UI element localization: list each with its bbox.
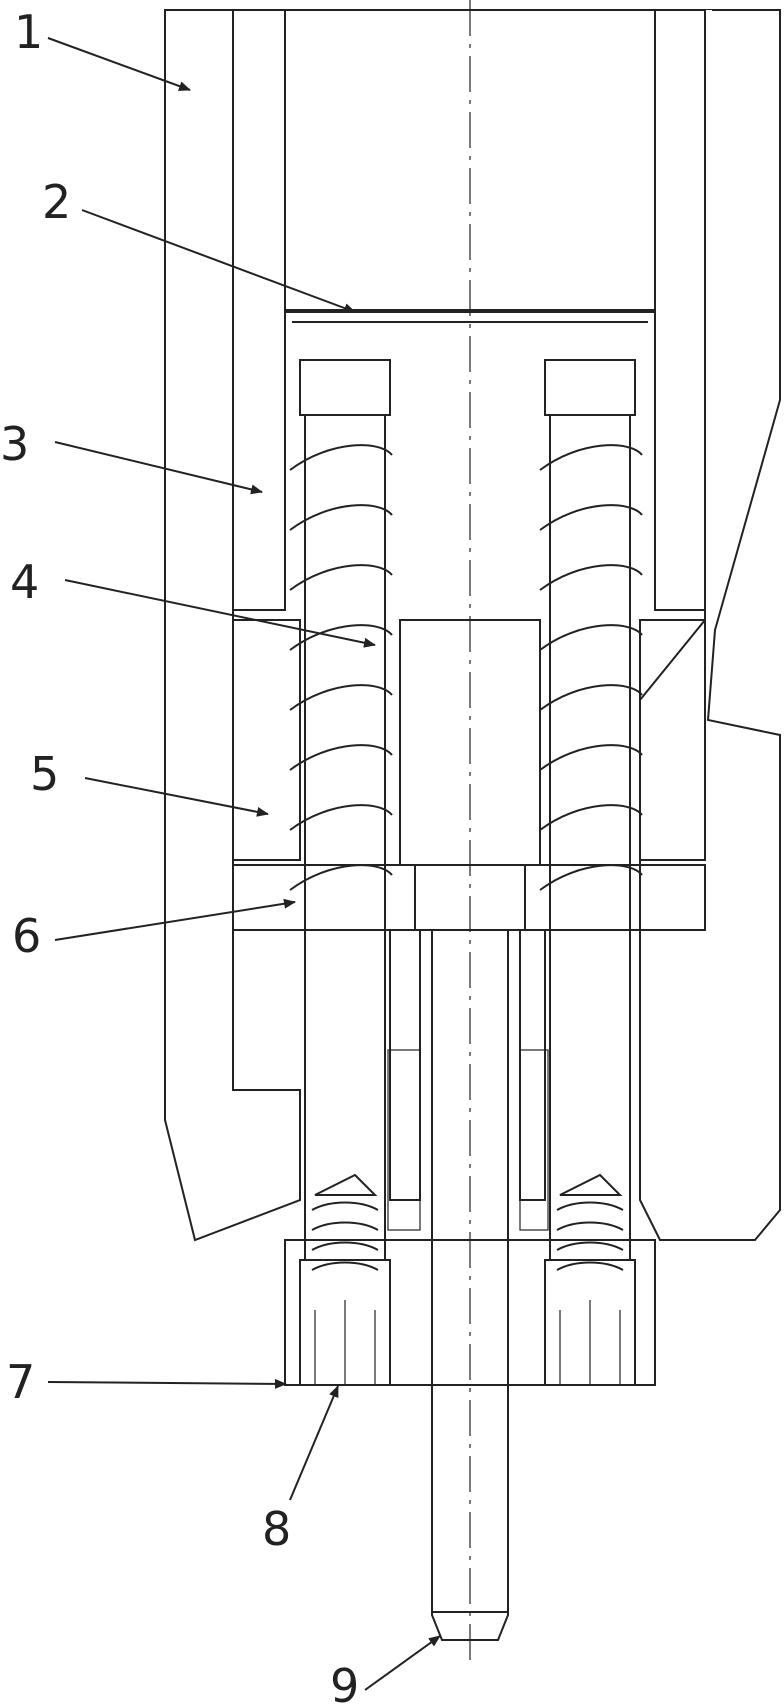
callout-8: 8 xyxy=(262,1502,291,1556)
small-springs xyxy=(311,1173,624,1271)
lower-block xyxy=(232,619,706,866)
callout-4: 4 xyxy=(10,555,39,609)
main-springs xyxy=(289,444,643,891)
callout-labels: 1 2 3 4 5 6 7 8 9 xyxy=(0,5,359,1707)
callout-9: 9 xyxy=(330,1659,359,1707)
callout-1: 1 xyxy=(14,5,43,59)
bottom-cap xyxy=(284,1239,656,1386)
callout-leaders xyxy=(47,37,441,1691)
outer-housing xyxy=(164,9,781,1242)
washer-plate xyxy=(232,864,706,931)
guide-columns xyxy=(299,359,636,1260)
callout-6: 6 xyxy=(12,909,41,963)
callout-7: 7 xyxy=(6,1355,35,1409)
inner-sleeve xyxy=(232,9,706,611)
callout-3: 3 xyxy=(0,417,29,471)
callout-2: 2 xyxy=(42,175,71,229)
callout-5: 5 xyxy=(30,747,59,801)
